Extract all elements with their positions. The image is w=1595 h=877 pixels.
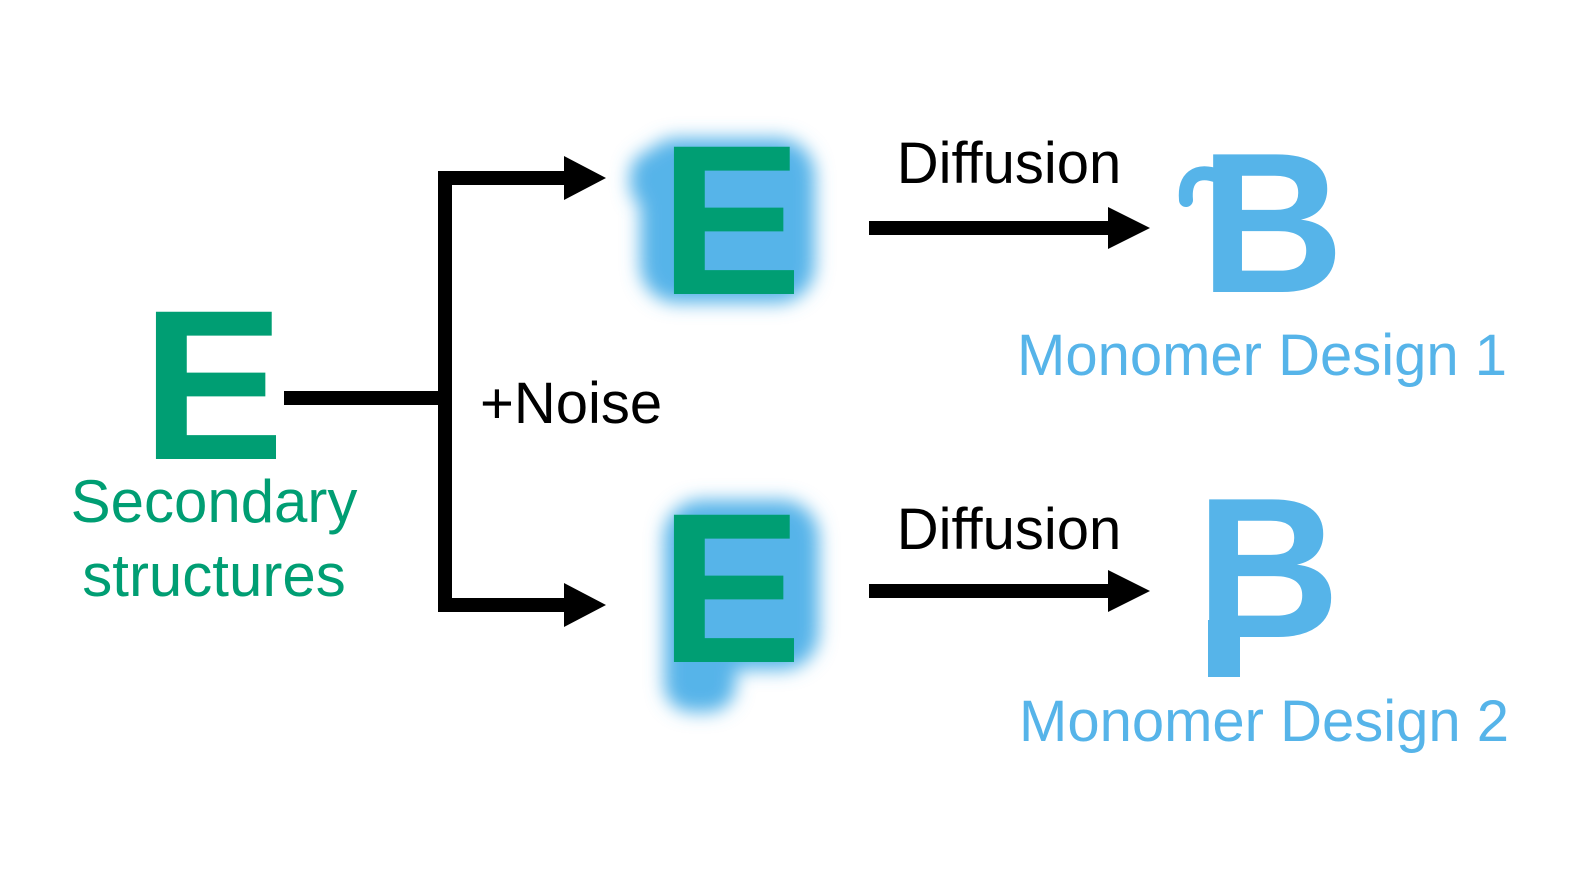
diffusion-label-1: Diffusion — [897, 131, 1122, 196]
output-design-glyph-1: B — [1200, 112, 1344, 335]
noisy-blob-1 — [630, 138, 815, 303]
noisy-blob-2 — [664, 500, 819, 712]
diffusion-arrowhead-2 — [1108, 570, 1150, 612]
design-label-2: Monomer Design 2 — [1019, 689, 1509, 754]
branch-connector — [284, 171, 572, 612]
arrowhead-to-noisy-1 — [564, 156, 606, 200]
input-structure-glyph: E — [142, 266, 285, 505]
input-caption-line2: structures — [82, 542, 345, 609]
noisy-structure-glyph-1: E — [660, 101, 803, 340]
diffusion-label-2: Diffusion — [897, 497, 1122, 562]
input-caption-line1: Secondary — [71, 468, 358, 535]
diffusion-arrowhead-1 — [1108, 207, 1150, 249]
arrowhead-to-noisy-2 — [564, 583, 606, 627]
noisy-structure-glyph-2: E — [660, 469, 803, 708]
noise-label: +Noise — [480, 371, 662, 436]
output-design-tail-2 — [1208, 620, 1240, 677]
design-label-1: Monomer Design 1 — [1017, 323, 1507, 388]
output-design-hook-1 — [1178, 166, 1225, 207]
